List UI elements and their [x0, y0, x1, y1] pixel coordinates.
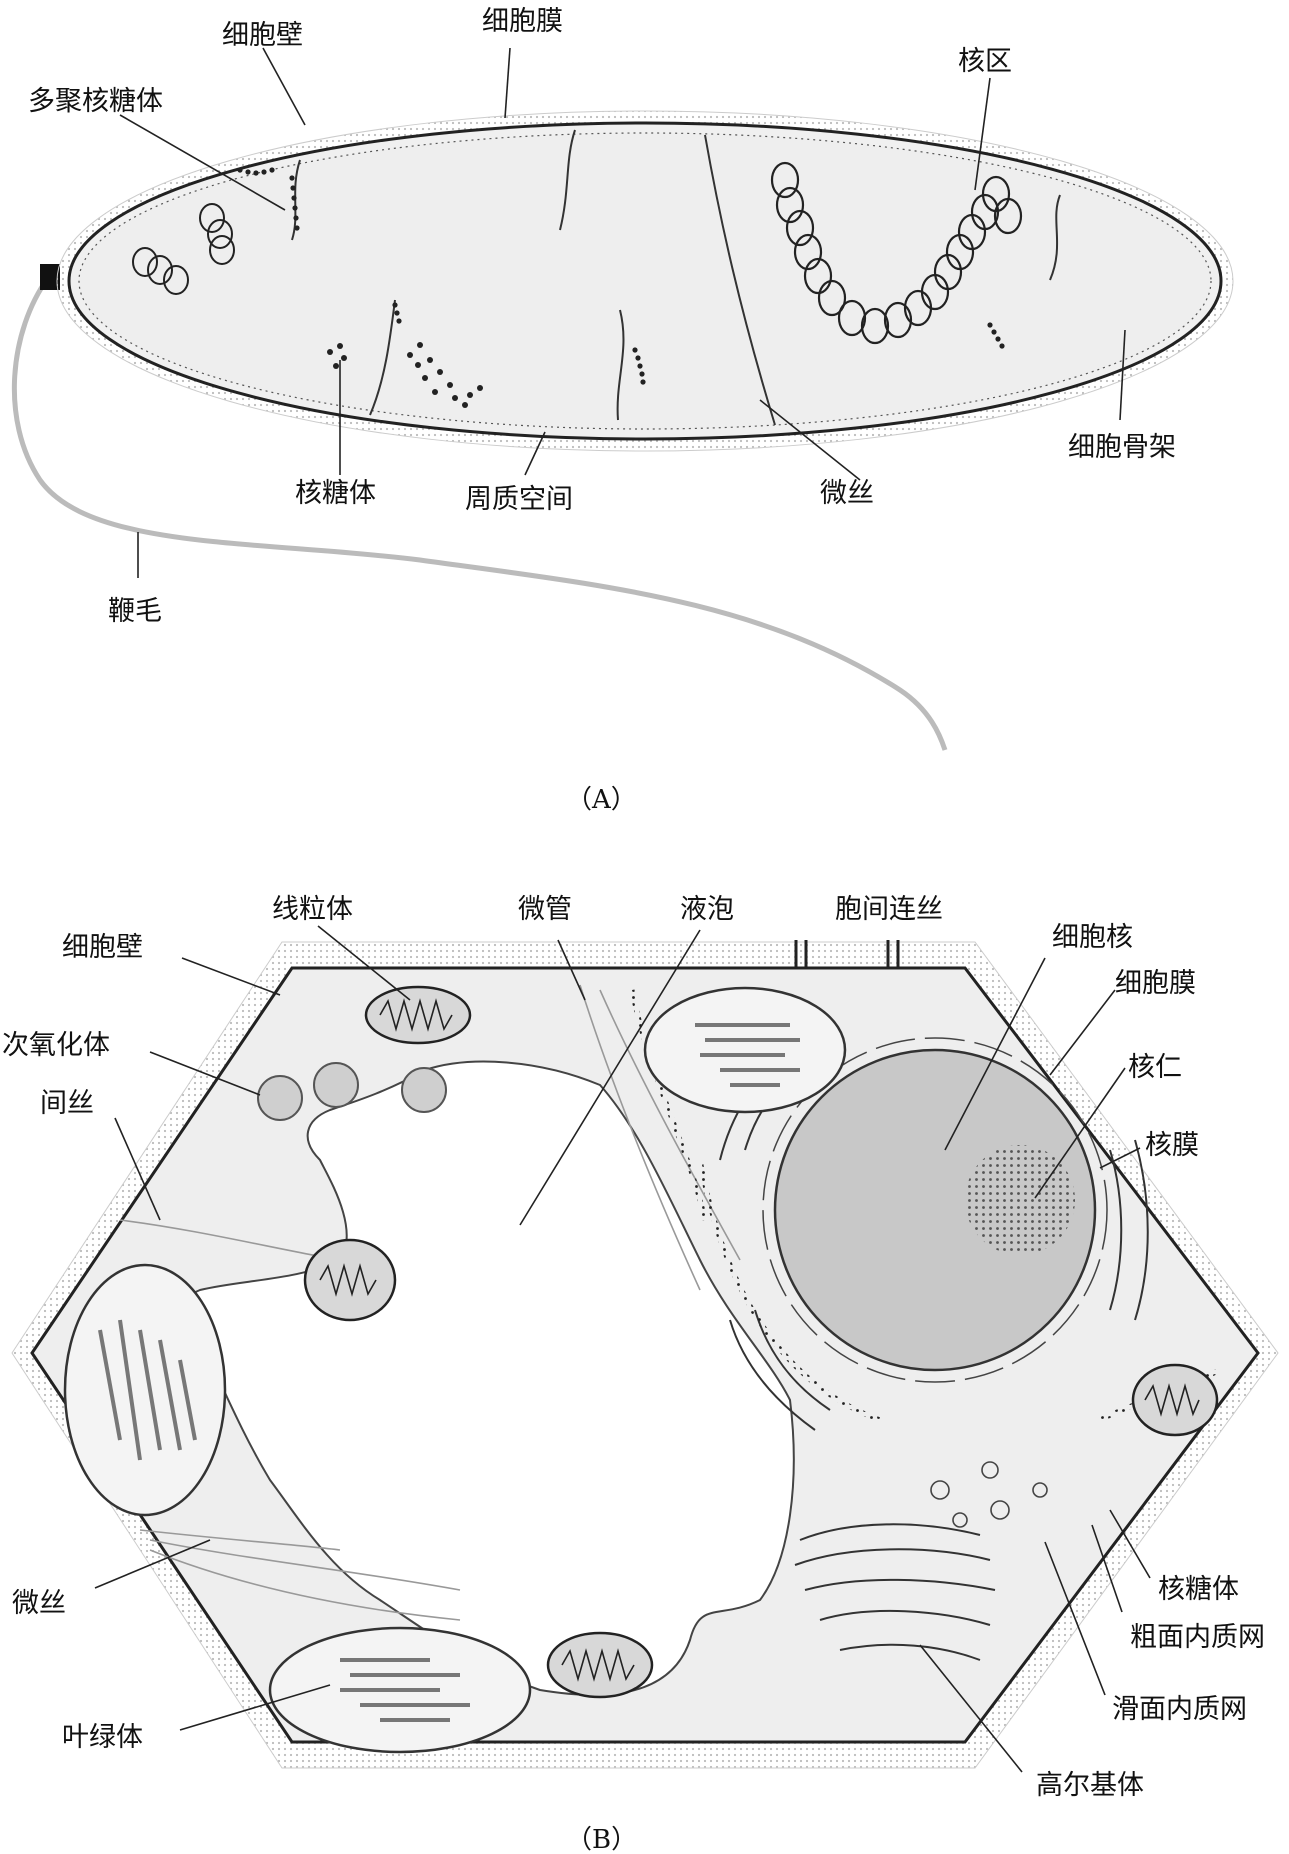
vesicles: [930, 1461, 1048, 1528]
label-a-polyribosome: 多聚核糖体: [28, 86, 163, 117]
nuclear-envelope-outer: [762, 1037, 1108, 1383]
peroxisomes: [257, 1062, 447, 1121]
label-b-nucleus: 细胞核: [1052, 922, 1133, 953]
label-b-nucleolus: 核仁: [1128, 1052, 1182, 1083]
label-b-cell-membrane: 细胞膜: [1115, 968, 1196, 999]
prokaryote-cytoplasm: [78, 132, 1212, 430]
plasmodesmata-lines: [794, 940, 900, 968]
mitochondrion-left: [303, 1238, 397, 1322]
label-a-cytoskeleton: 细胞骨架: [1068, 432, 1176, 463]
label-b-microtubule: 微管: [518, 894, 572, 925]
nucleoid-dna: [770, 161, 1023, 345]
label-a-ribosome: 核糖体: [295, 478, 376, 509]
chloroplast-bottom: [268, 1626, 532, 1754]
mitochondrion-bottom: [546, 1631, 654, 1699]
nucleolus-shape: [965, 1145, 1075, 1255]
cytoskeleton-filaments: [291, 129, 1061, 426]
label-b-rough-er: 粗面内质网: [1130, 1622, 1265, 1653]
label-b-intermediate-filament: 间丝: [40, 1088, 94, 1119]
mitochondrion-top: [364, 985, 472, 1045]
label-b-cell-wall: 细胞壁: [62, 932, 143, 963]
leader-lines-b: [94, 925, 1151, 1773]
prokaryote-diagram: 细胞壁 细胞膜 核区 多聚核糖体 细胞骨架 核糖体 周质空间 微丝 鞭毛 （A）: [11, 6, 1234, 815]
caption-b: （B）: [566, 1825, 637, 1854]
label-a-periplasmic-space: 周质空间: [465, 484, 573, 515]
chloroplast-left: [63, 1263, 227, 1517]
chloroplast-top: [643, 986, 847, 1114]
label-b-microfilament: 微丝: [12, 1588, 66, 1619]
label-a-nucleoid: 核区: [958, 46, 1012, 77]
label-b-chloroplast: 叶绿体: [62, 1722, 143, 1753]
label-b-golgi: 高尔基体: [1036, 1770, 1144, 1801]
flagellum-base-icon: [40, 264, 60, 290]
caption-a: （A）: [566, 785, 637, 815]
label-b-nuclear-envelope: 核膜: [1145, 1130, 1199, 1161]
label-a-cell-wall: 细胞壁: [222, 20, 303, 51]
nucleus-shape: [773, 1048, 1097, 1372]
label-a-flagellum: 鞭毛: [108, 596, 162, 627]
label-b-vacuole: 液泡: [680, 894, 734, 925]
ribosome-dots: [327, 342, 483, 408]
flagellum-shape: [11, 276, 948, 751]
golgi-stacks: [794, 1523, 996, 1661]
leader-lines-a: [119, 47, 1126, 578]
label-b-peroxisome: 次氧化体: [2, 1030, 110, 1061]
label-b-plasmodesmata: 胞间连丝: [835, 894, 943, 925]
label-a-microfilament: 微丝: [820, 478, 874, 509]
label-b-smooth-er: 滑面内质网: [1112, 1694, 1247, 1725]
label-b-mitochondrion: 线粒体: [272, 894, 353, 925]
label-b-ribosome: 核糖体: [1158, 1574, 1239, 1605]
plant-cell-diagram: 线粒体 微管 液泡 胞间连丝 细胞壁 细胞核 细胞膜 次氧化体 核仁 间丝 核膜…: [2, 894, 1279, 1854]
mitochondrion-right: [1131, 1363, 1219, 1437]
plasmid-rings: [132, 203, 235, 295]
polyribosome-chains: [237, 167, 1005, 385]
label-a-cell-membrane: 细胞膜: [482, 6, 563, 37]
